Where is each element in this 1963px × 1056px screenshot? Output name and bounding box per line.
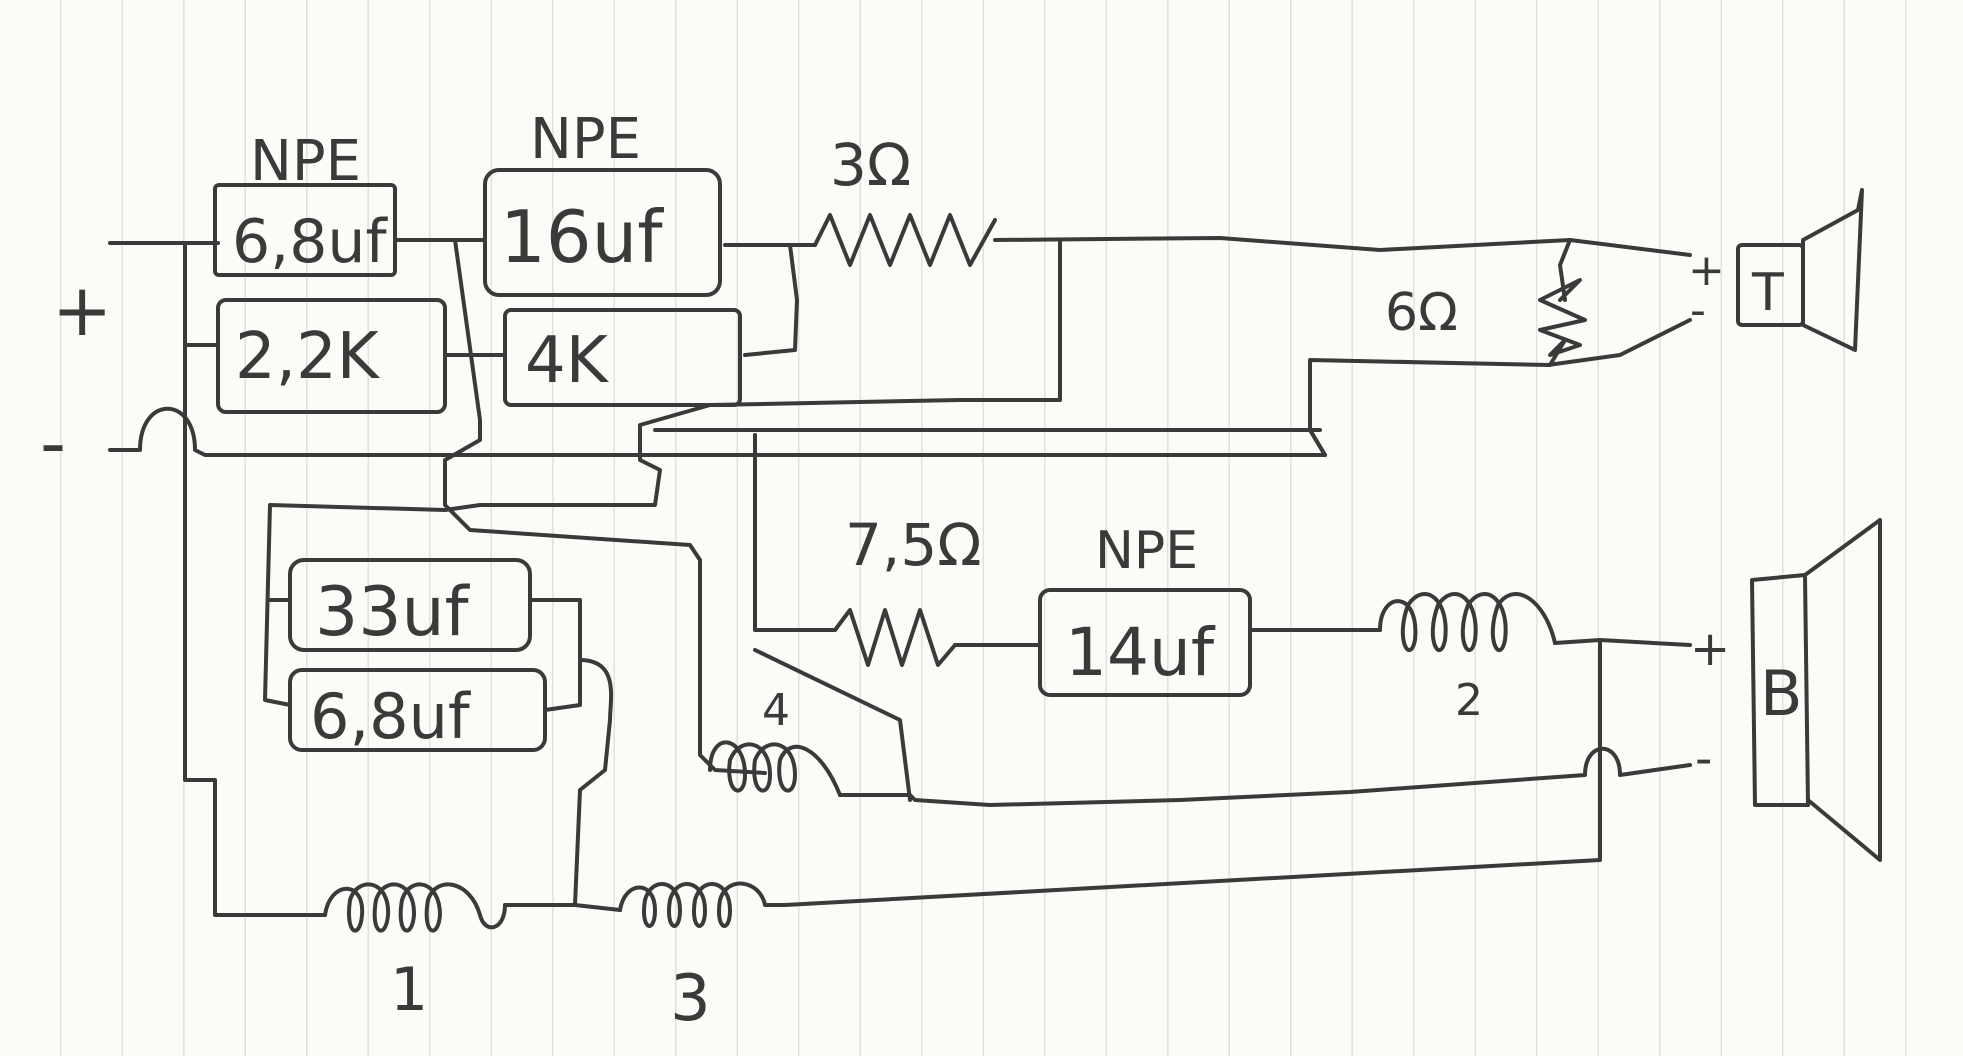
capacitor-6-8uf-bottom [288, 668, 547, 752]
inductor-3-label: 3 [670, 962, 711, 1036]
input-plus-label: + [52, 268, 112, 352]
resistor-3-ohm-label: 3Ω [830, 131, 911, 199]
woofer-letter: B [1760, 657, 1803, 730]
wire-coil1-coil3 [573, 903, 622, 912]
tweeter-letter: T [1751, 263, 1784, 323]
woofer-plus-label: + [1690, 621, 1730, 677]
resistor-3-ohm [813, 213, 997, 267]
resistor-4k [503, 308, 742, 407]
inductor-4-label: 4 [762, 685, 790, 736]
wires [108, 236, 1692, 917]
capacitor-33uf [288, 558, 532, 652]
capacitor-14uf [1038, 588, 1252, 697]
npe-label-2: NPE [530, 107, 641, 172]
inductor-4 [708, 740, 842, 797]
inductor-2-label: 2 [1455, 675, 1483, 726]
woofer-speaker-icon [1750, 518, 1882, 862]
resistor-2-2k [216, 298, 447, 414]
inductor-3 [618, 881, 787, 928]
resistor-7-5-ohm [833, 608, 957, 667]
resistor-2-2k-label: 2,2K [235, 320, 381, 394]
tweeter-speaker-icon [1736, 188, 1864, 352]
resistor-6-ohm-label: 6Ω [1385, 283, 1458, 343]
tweeter-plus-label: + [1688, 245, 1725, 296]
capacitor-6-8uf-bottom-label: 6,8uf [310, 680, 472, 753]
inductor-1-label: 1 [390, 955, 428, 1025]
capacitor-14uf-label: 14uf [1065, 614, 1216, 691]
npe-label-3: NPE [1095, 521, 1198, 581]
capacitor-33uf-label: 33uf [315, 573, 471, 652]
input-minus-label: - [40, 401, 66, 485]
capacitor-6-8uf-top-label: 6,8uf [232, 207, 388, 277]
capacitor-16uf-label: 16uf [500, 195, 664, 279]
capacitor-6-8uf-top [213, 183, 397, 277]
resistor-6-ohm [1538, 278, 1587, 357]
tweeter-minus-label: - [1690, 285, 1706, 336]
inductor-2 [1378, 592, 1557, 653]
resistor-4k-label: 4K [525, 324, 610, 398]
inductor-1 [323, 882, 507, 933]
woofer-minus-label: - [1695, 731, 1712, 787]
capacitor-16uf [483, 168, 722, 297]
resistor-7-5-ohm-label: 7,5Ω [845, 511, 982, 579]
